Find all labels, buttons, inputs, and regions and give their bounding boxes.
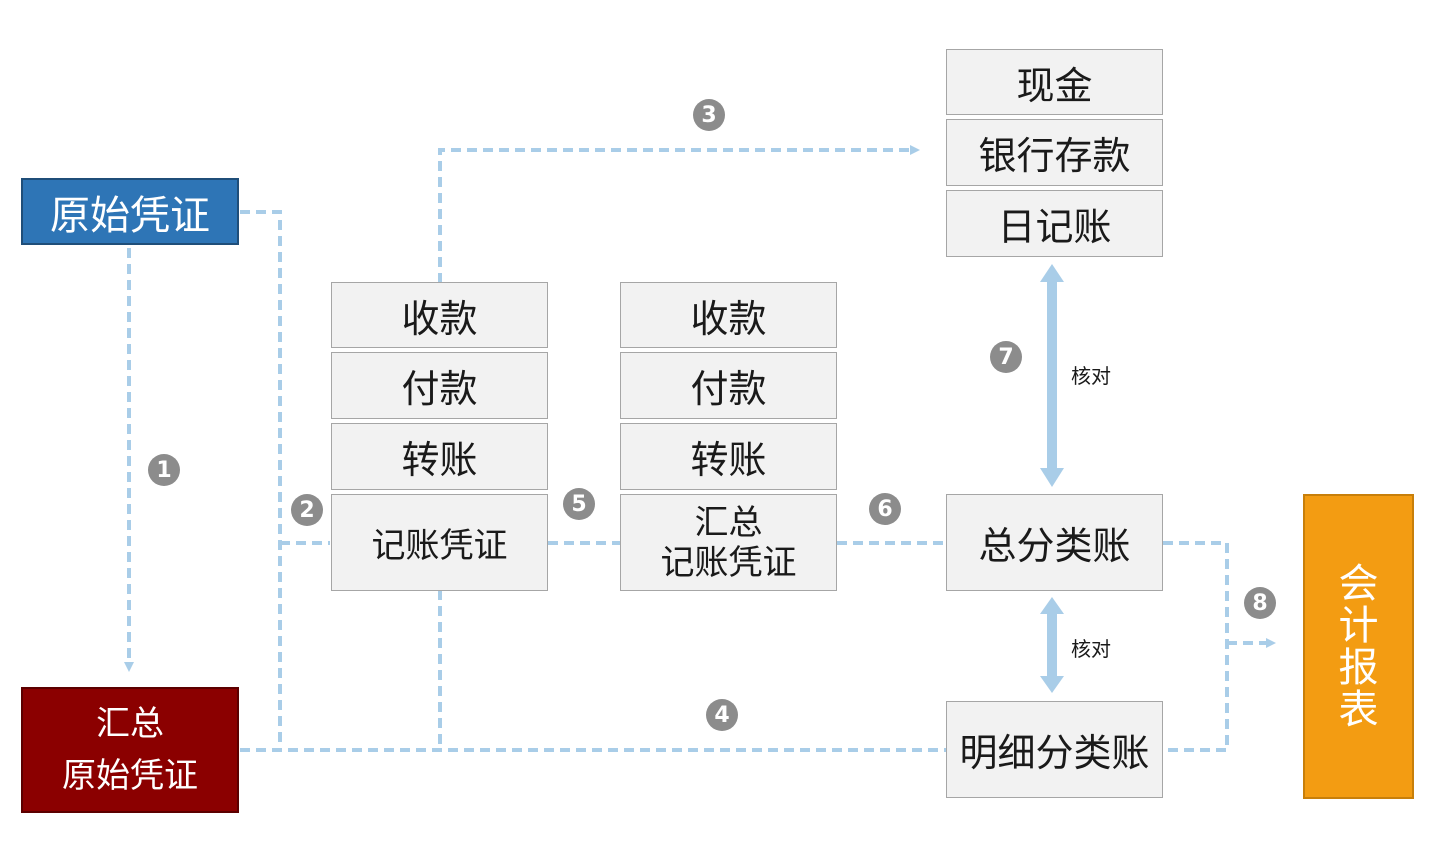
journal-daily-label: 日记账 bbox=[997, 205, 1112, 249]
step-badge-2: 2 bbox=[291, 494, 323, 526]
detail-ledger-label: 明细分类账 bbox=[959, 731, 1150, 775]
journal-daily: 日记账 bbox=[946, 190, 1163, 257]
voucher1-receipt-label: 收款 bbox=[401, 296, 478, 341]
voucher2-receipt-label: 收款 bbox=[690, 296, 767, 341]
report-char-2: 计 bbox=[1338, 602, 1379, 649]
summary-source-line2: 原始凭证 bbox=[62, 756, 198, 796]
voucher2-payment-label: 付款 bbox=[690, 367, 767, 411]
report-char-4: 表 bbox=[1338, 686, 1379, 733]
check-arrow-upper-shaft bbox=[1047, 282, 1057, 468]
voucher1-bookkeeping-label: 记账凭证 bbox=[371, 526, 508, 566]
flow-line-2 bbox=[240, 210, 282, 750]
step-badge-3: 3 bbox=[693, 99, 725, 131]
voucher2-receipt: 收款 bbox=[620, 282, 837, 348]
voucher2-transfer-label: 转账 bbox=[690, 438, 767, 482]
voucher1-transfer-label: 转账 bbox=[401, 438, 478, 482]
check-label-upper: 核对 bbox=[1071, 364, 1111, 388]
voucher2-summary-line2: 记账凭证 bbox=[660, 542, 797, 583]
check-arrow-lower-head-bottom bbox=[1040, 676, 1064, 693]
voucher1-transfer: 转账 bbox=[331, 423, 548, 490]
voucher1-receipt: 收款 bbox=[331, 282, 548, 348]
report-char-1: 会 bbox=[1338, 560, 1379, 607]
voucher2-summary-bookkeeping: 汇总 记账凭证 bbox=[620, 494, 837, 591]
journal-cash: 现金 bbox=[946, 49, 1163, 115]
voucher2-transfer: 转账 bbox=[620, 423, 837, 490]
step-badge-6: 6 bbox=[869, 493, 901, 525]
step-badge-5: 5 bbox=[563, 488, 595, 520]
summary-source-line1: 汇总 bbox=[96, 704, 164, 744]
voucher1-payment: 付款 bbox=[331, 352, 548, 419]
flow-line-3 bbox=[438, 145, 920, 283]
source-voucher-label: 原始凭证 bbox=[50, 192, 210, 239]
accounting-report-box: 会 计 报 表 bbox=[1303, 494, 1414, 799]
voucher2-summary-line1: 汇总 bbox=[694, 502, 763, 543]
journal-bank-deposit: 银行存款 bbox=[946, 119, 1163, 186]
voucher1-bookkeeping: 记账凭证 bbox=[331, 494, 548, 591]
check-arrow-lower-shaft bbox=[1047, 614, 1057, 676]
report-char-3: 报 bbox=[1338, 644, 1379, 691]
step-badge-7: 7 bbox=[990, 341, 1022, 373]
step-badge-8: 8 bbox=[1244, 587, 1276, 619]
flow-line-8a bbox=[1163, 541, 1229, 752]
voucher2-payment: 付款 bbox=[620, 352, 837, 419]
source-voucher-box: 原始凭证 bbox=[21, 178, 239, 245]
detail-ledger-box: 明细分类账 bbox=[946, 701, 1163, 798]
summary-source-voucher-box: 汇总 原始凭证 bbox=[21, 687, 239, 813]
general-ledger-box: 总分类账 bbox=[946, 494, 1163, 591]
check-arrow-upper-head-bottom bbox=[1040, 468, 1064, 487]
journal-bank-deposit-label: 银行存款 bbox=[978, 134, 1131, 178]
step-badge-4: 4 bbox=[706, 699, 738, 731]
check-arrow-upper-head-top bbox=[1040, 264, 1064, 282]
check-label-lower: 核对 bbox=[1071, 637, 1111, 661]
check-arrow-lower-head-top bbox=[1040, 597, 1064, 614]
journal-cash-label: 现金 bbox=[1016, 63, 1093, 108]
general-ledger-label: 总分类账 bbox=[978, 524, 1131, 568]
voucher1-payment-label: 付款 bbox=[401, 367, 478, 411]
step-badge-1: 1 bbox=[148, 454, 180, 486]
